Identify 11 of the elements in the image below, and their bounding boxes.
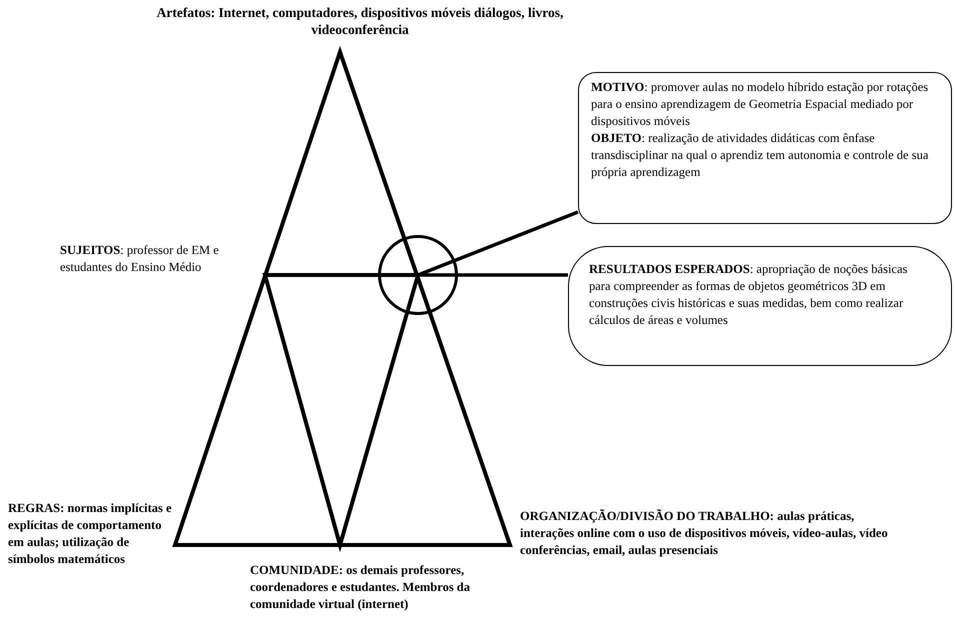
- title-text: Artefatos: Internet, computadores, dispositivos móveis diálogos, livros, videoconferência: [156, 4, 564, 38]
- text-box: [568, 246, 952, 366]
- box-text: RESULTADOS ESPERADOS: apropriação de noções básicas para compreender as formas de objetos geométricos 3D em construções civis históricas e suas medidas, bem como realizar cálculos de áreas e volumes: [589, 261, 908, 329]
- rules-text: REGRAS: normas implícitas e explícitas de comportamento em aulas; utilização de símbolos matemáticos: [8, 500, 173, 568]
- text-box: [578, 72, 952, 224]
- box-text: MOTIVO: promover aulas no modelo híbrido estação por rotações para o ensino aprendizagem de Geometria Espacial mediado por dispositivos móveis: [591, 79, 930, 130]
- leader-line: [418, 273, 568, 277]
- subject-text: SUJEITOS: professor de EM e estudantes do Ensino Médio: [60, 242, 220, 276]
- box-text: OBJETO: realização de atividades didáticas com ênfase transdisciplinar na qual o aprendiz tem autonomia e controle de sua própria aprendizagem: [591, 130, 930, 181]
- division-of-labour-text: ORGANIZAÇÃO/DIVISÃO DO TRABALHO: aulas práticas, interações online com o uso de dispositivos móveis, vídeo-aulas, vídeo conferências, email, aulas presenciais: [520, 508, 889, 559]
- community-text: COMUNIDADE: os demais professores, coordenadores e estudantes. Membros da comunidade virtual (internet): [250, 562, 472, 613]
